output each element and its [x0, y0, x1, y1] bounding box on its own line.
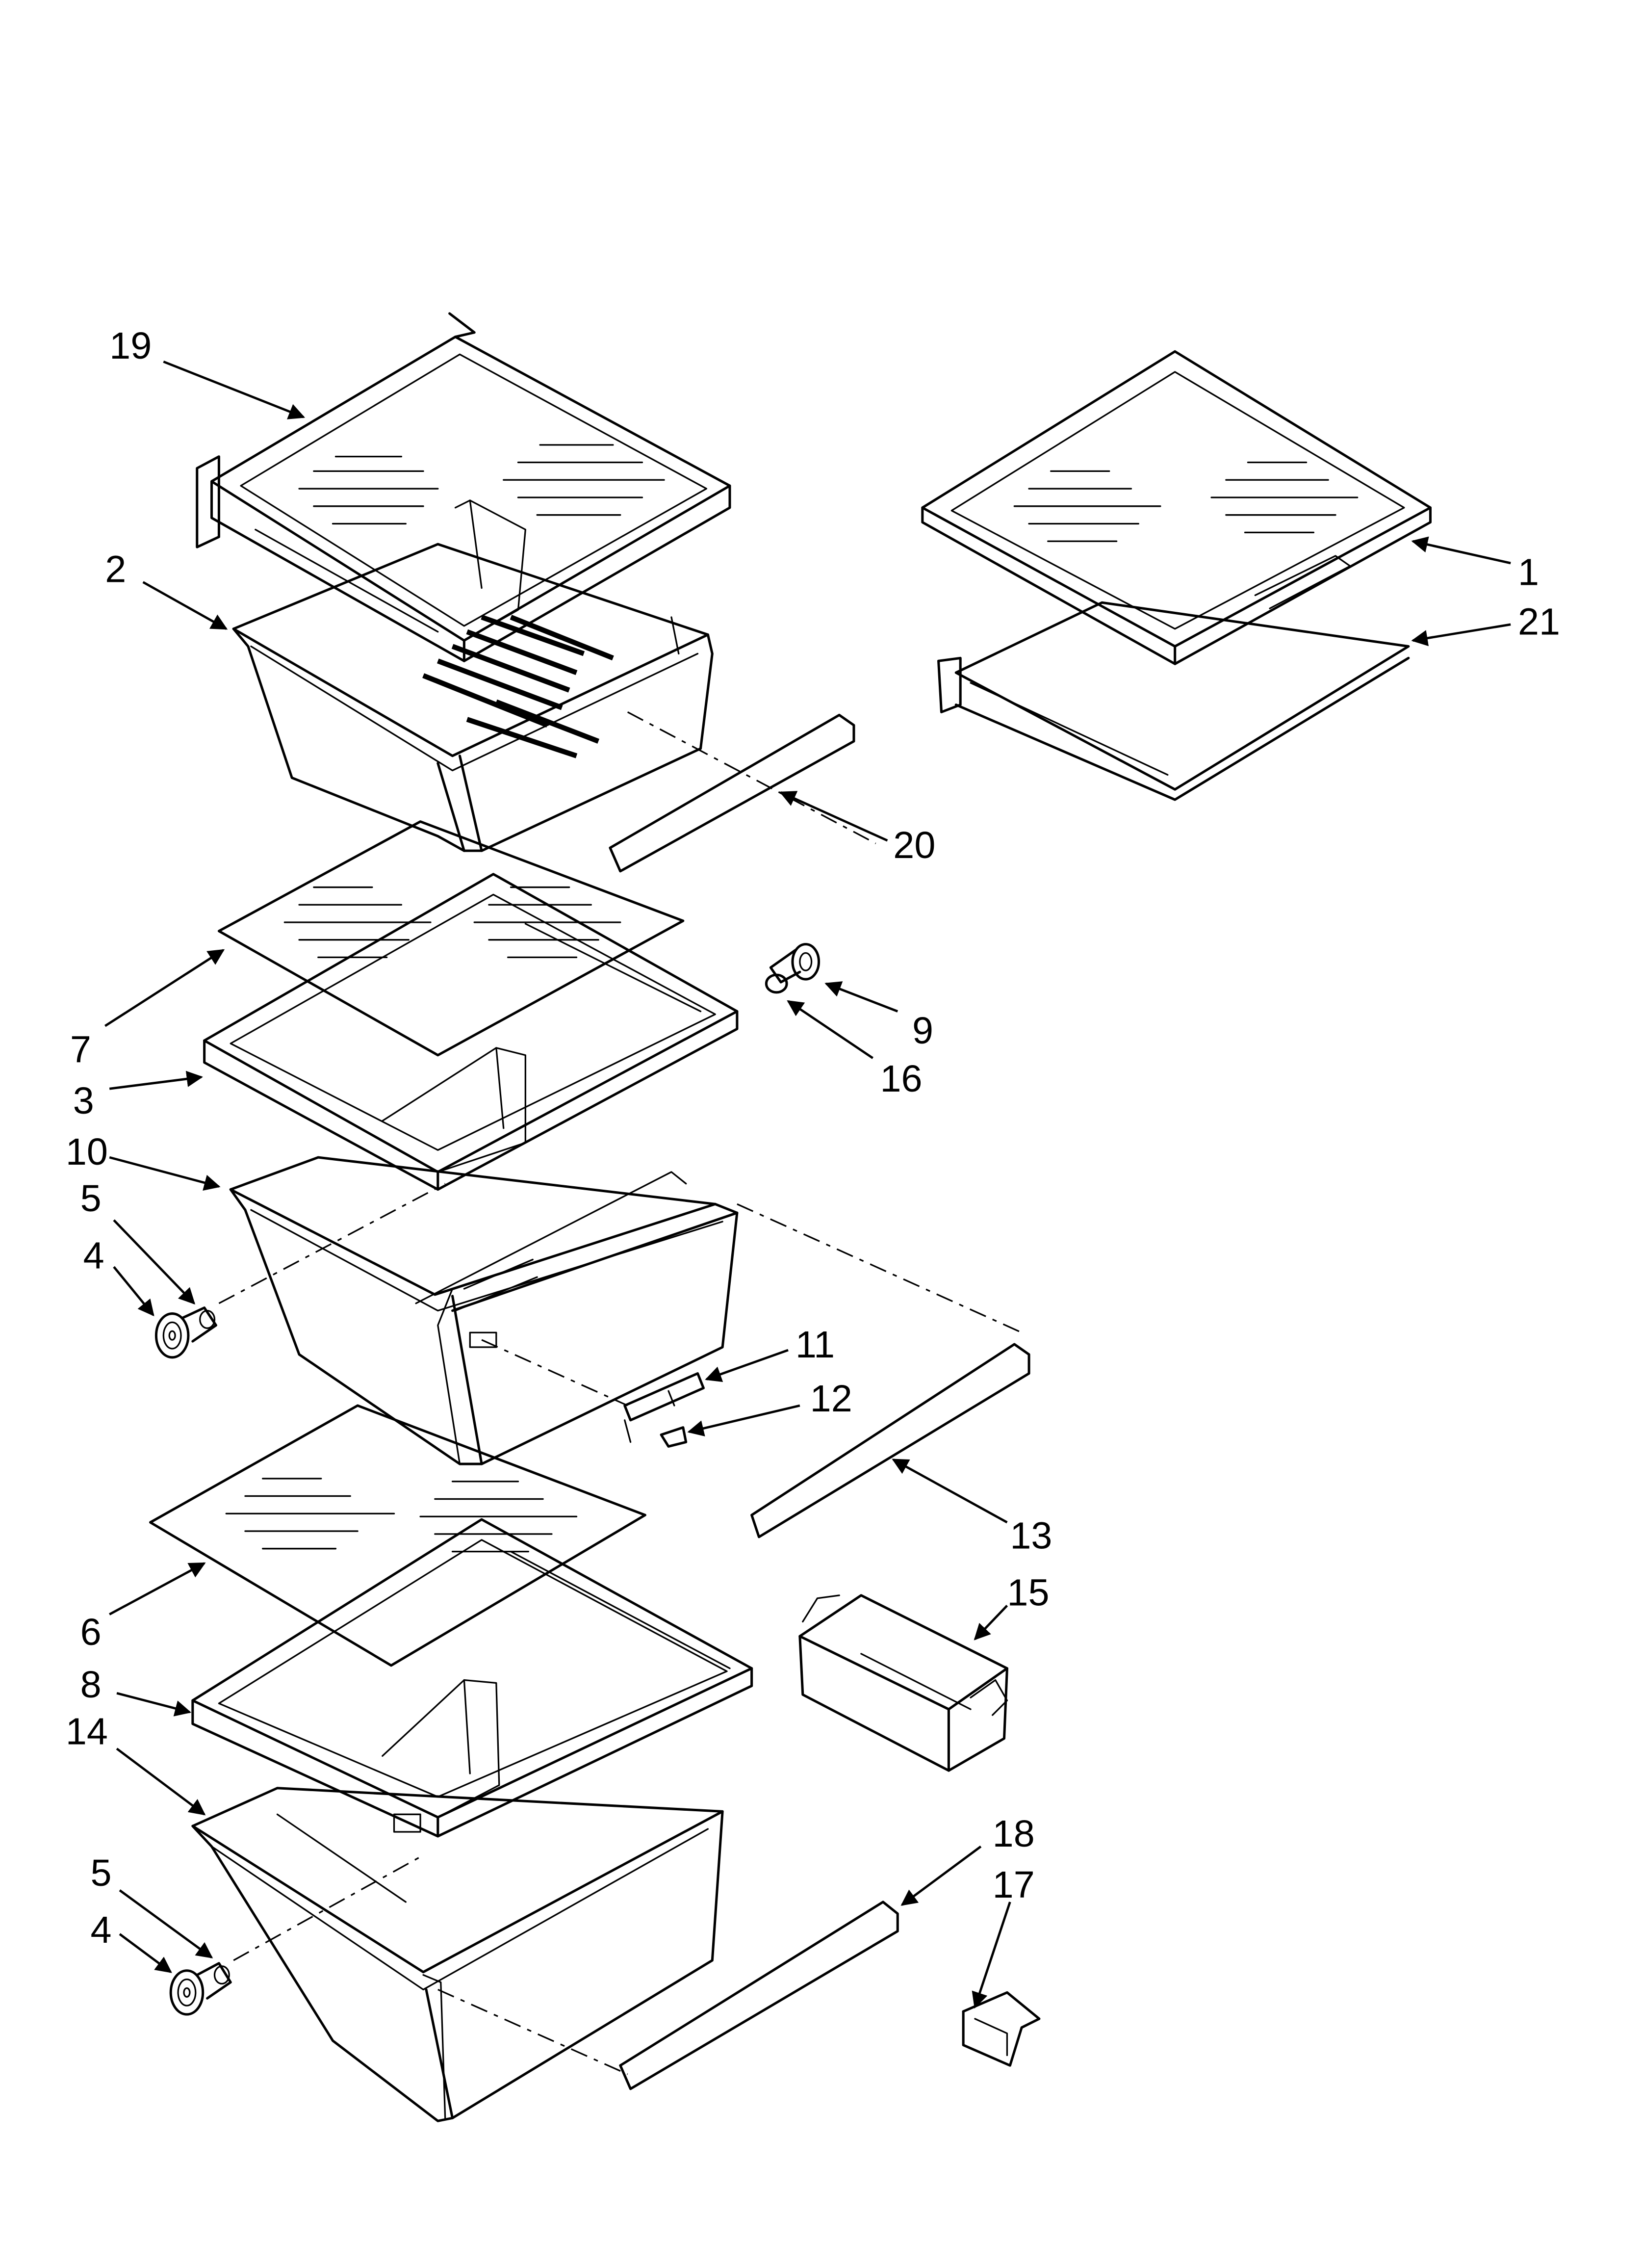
callout-11: 11: [795, 1324, 835, 1366]
callout-17: 17: [993, 1864, 1035, 1906]
leader-lines: [104, 360, 1511, 2009]
part-3-cover-frame: [203, 873, 739, 1191]
part-2-ribbing: [422, 615, 614, 758]
part-13-trim-strip: [750, 1343, 1030, 1538]
callout-5-lower: 5: [91, 1852, 112, 1894]
part-11-bracket: [623, 1372, 705, 1422]
callout-7: 7: [70, 1029, 91, 1071]
callout-14: 14: [66, 1710, 108, 1752]
part-21-shelf-frame: [937, 601, 1410, 801]
part-14-alignment-line-right: [437, 1988, 628, 2075]
callout-labels: 19 2 1 21 20 9 16 7 3 10 5 4 11 12 13 15…: [66, 325, 1560, 1951]
part-9-roller: [769, 943, 821, 984]
part-5-axle-lower: [196, 1962, 232, 2000]
part-7-glass-panel: [217, 820, 685, 1057]
part-11-alignment-line: [481, 1339, 628, 1407]
callout-1: 1: [1518, 551, 1539, 594]
part-5-axle-upper: [181, 1306, 217, 1343]
part-16-screw: [765, 973, 788, 994]
callout-5-upper: 5: [80, 1177, 102, 1220]
callout-20: 20: [893, 824, 935, 866]
part-1-glass-shelf: [921, 350, 1432, 665]
callout-15: 15: [1007, 1572, 1049, 1614]
part-19-crisper-cover-frame: [196, 312, 731, 662]
part-1-glass-texture: [1013, 461, 1359, 542]
callout-21: 21: [1518, 601, 1560, 643]
part-4-wheel-lower: [169, 1969, 205, 2016]
part-19-glass-texture: [298, 444, 665, 525]
callout-10: 10: [66, 1131, 108, 1173]
part-6-glass-panel: [149, 1404, 646, 1667]
callout-4-lower: 4: [91, 1909, 112, 1951]
part-20-trim-strip: [609, 713, 855, 873]
part-14-crisper-pan: [191, 1787, 724, 2122]
callout-4-upper: 4: [83, 1234, 104, 1277]
callout-6: 6: [80, 1611, 102, 1653]
callout-8: 8: [80, 1664, 102, 1706]
part-20-alignment-line: [627, 711, 876, 844]
callout-9: 9: [912, 1010, 933, 1052]
part-18-trim-strip: [619, 1901, 899, 2090]
callout-13: 13: [1010, 1515, 1052, 1557]
part-12-clip: [624, 1419, 688, 1448]
callout-2: 2: [105, 548, 126, 591]
part-10-alignment-line-right: [737, 1203, 1022, 1333]
part-10-crisper-pan: [229, 1156, 739, 1465]
part-4-wheel-upper: [154, 1312, 190, 1359]
callout-19: 19: [109, 325, 152, 367]
callout-18: 18: [993, 1813, 1035, 1855]
part-2-crisper-pan: [232, 543, 714, 852]
part-15-bin: [798, 1594, 1008, 1772]
callout-16: 16: [880, 1058, 923, 1100]
part-8-cover-frame: [191, 1518, 753, 1838]
callout-3: 3: [73, 1080, 94, 1122]
callout-12: 12: [810, 1378, 852, 1420]
part-17-clip: [962, 1991, 1041, 2067]
part-10-alignment-line-left: [218, 1183, 446, 1304]
